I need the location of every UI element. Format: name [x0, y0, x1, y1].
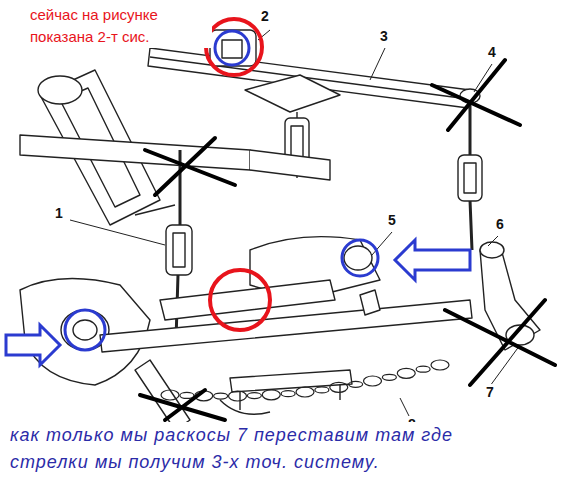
chain-link: [431, 360, 449, 370]
chain-link: [229, 391, 247, 401]
callout-number: 6: [494, 216, 506, 232]
top-link: [210, 30, 256, 66]
axle-housing: [344, 246, 372, 270]
red-circle: [206, 19, 262, 75]
hitch-drawing: [20, 30, 540, 430]
cross-mark: [445, 300, 555, 385]
lower-link: [100, 280, 472, 430]
lower-link-brace: [480, 242, 504, 258]
chain-link: [397, 368, 415, 378]
callout-number: 3: [378, 28, 390, 44]
chain-link: [296, 387, 314, 397]
lift-rod: [173, 233, 185, 267]
chain-link: [330, 382, 348, 392]
lift-rod: [464, 163, 476, 193]
blue-arrow: [6, 325, 60, 365]
blue-circle: [65, 310, 105, 350]
drawbar: [240, 384, 340, 410]
leader-line: [372, 232, 392, 255]
callout-number: 7: [484, 384, 496, 400]
chain-link: [382, 374, 396, 380]
lift-rod: [458, 155, 482, 201]
check-chain: [161, 360, 449, 401]
chain-link: [364, 376, 382, 386]
hydraulic-cylinder: [38, 76, 82, 104]
chain-link: [315, 387, 329, 393]
axle-housing: [73, 320, 97, 340]
leader-line: [70, 30, 520, 418]
cross-mark: [140, 60, 555, 420]
chain-link: [214, 393, 228, 399]
lift-shaft: [250, 150, 330, 180]
blue-arrow: [395, 240, 470, 280]
annotation-note: как только мы раскосы 7 переставим там г…: [8, 422, 462, 476]
lower-link: [100, 300, 472, 352]
top-link: [291, 126, 303, 158]
blue-circle: [215, 31, 249, 65]
chain-link: [416, 366, 430, 372]
chain-link: [161, 390, 179, 400]
blue-circle: [342, 240, 378, 276]
callout-number: 2: [259, 8, 271, 24]
drawbar: [220, 400, 270, 414]
axle-housing: [20, 237, 380, 385]
drawbar: [220, 370, 352, 414]
callout-number: 4: [486, 44, 498, 60]
leader-line: [370, 48, 385, 80]
annotation-note: сейчас на рисунке показана 2-т сис.: [28, 4, 212, 48]
markup: [6, 19, 555, 420]
cross-mark: [145, 138, 235, 195]
callout-number: 5: [386, 212, 398, 228]
top-link: [222, 40, 242, 58]
leader-line: [400, 398, 410, 418]
chain-link: [349, 381, 363, 387]
drawbar: [230, 370, 352, 392]
lower-link: [160, 280, 335, 320]
lift-rod: [166, 225, 192, 275]
leader-line: [490, 345, 520, 386]
chain-link: [281, 391, 295, 397]
red-circle: [210, 270, 270, 330]
lower-link: [360, 290, 380, 315]
cross-mark: [432, 60, 520, 130]
leader-line: [488, 236, 498, 246]
top-link: [245, 75, 340, 112]
chain-link: [262, 390, 280, 400]
hydraulic-cylinder: [135, 205, 175, 215]
lower-link-brace: [480, 245, 540, 350]
cross-mark: [140, 390, 225, 420]
leader-line: [70, 220, 165, 245]
callout-number: 1: [53, 205, 65, 221]
chain-link: [247, 393, 261, 399]
